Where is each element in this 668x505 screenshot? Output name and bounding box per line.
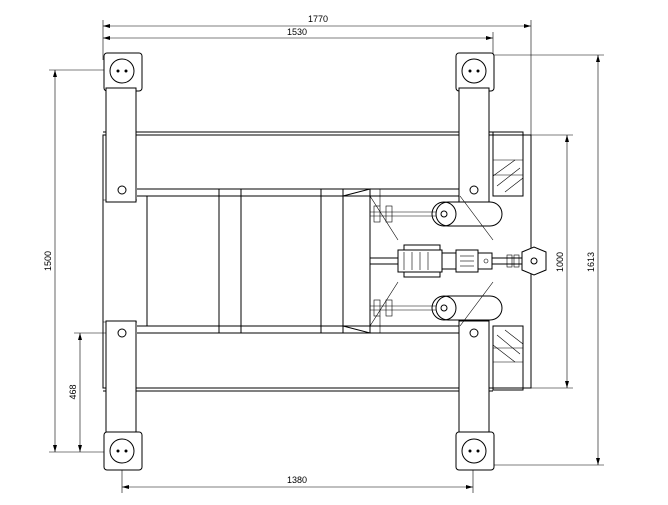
leg-bottom-right [455, 320, 495, 471]
leg-top-right [455, 52, 495, 203]
dim-inner-width: 1530 [287, 27, 307, 37]
dimension-lines [49, 20, 604, 493]
leg-top-left [103, 52, 143, 203]
dim-right-inner-height: 1000 [555, 252, 565, 272]
dim-left-height: 1500 [43, 251, 53, 271]
dim-bottom-width: 1380 [287, 475, 307, 485]
leg-bottom-left [103, 320, 143, 471]
dim-overall-width: 1770 [308, 14, 328, 24]
drive-mechanism [369, 131, 547, 391]
dim-right-height: 1613 [586, 252, 596, 272]
dim-left-lower-height: 468 [68, 384, 78, 399]
